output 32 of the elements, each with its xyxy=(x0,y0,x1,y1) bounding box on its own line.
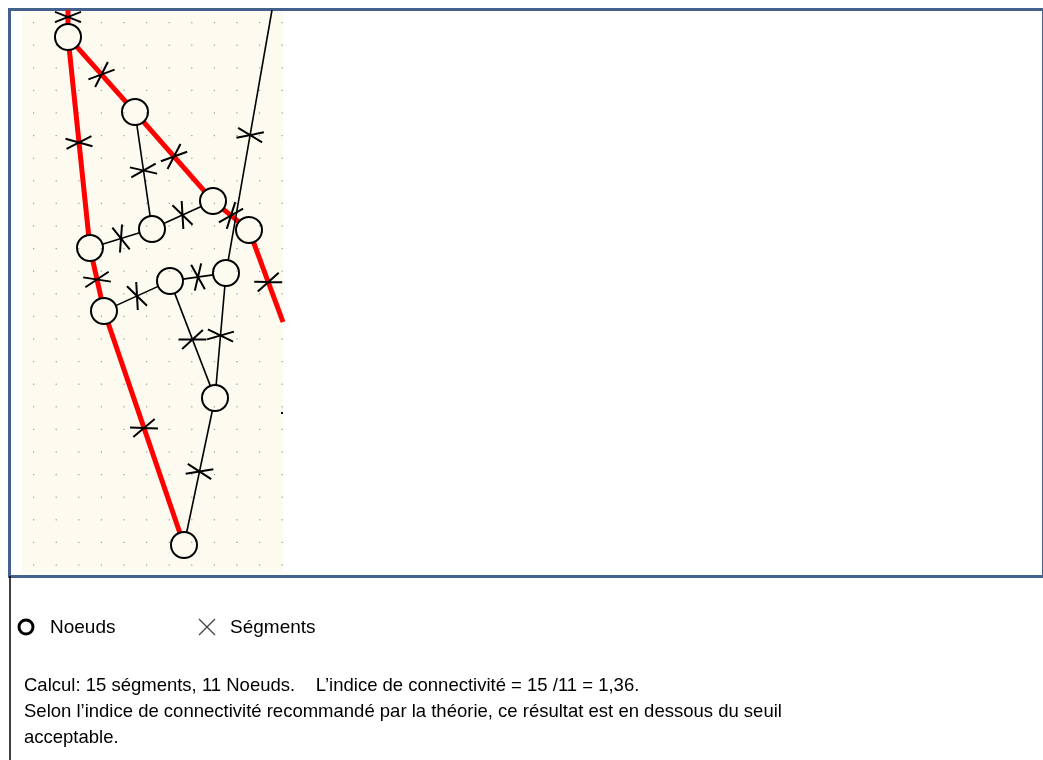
segment-line xyxy=(66,49,92,236)
legend-label: Noeuds xyxy=(50,616,116,638)
segment-line xyxy=(136,124,151,217)
segment-line xyxy=(182,274,214,280)
node-circle xyxy=(54,23,82,51)
node-circle xyxy=(156,267,184,295)
node-circle xyxy=(138,215,166,243)
segment-line xyxy=(185,409,214,534)
node-circle xyxy=(201,384,229,412)
segment-line xyxy=(90,260,104,299)
node-circle xyxy=(212,259,240,287)
segment-line xyxy=(101,232,141,245)
legend-label: Ségments xyxy=(230,616,316,638)
node-circle xyxy=(235,216,263,244)
calculation-note: Calcul: 15 ségments, 11 Noeuds. L’indice de connectivité = 15 /11 = 1,36. xyxy=(24,673,641,697)
calculation-note: Selon l’indice de connectivité recommandé par la théorie, ce résultat est en dessous du seuil acceptable. xyxy=(24,699,783,749)
node-circle xyxy=(76,234,104,262)
segment-line xyxy=(163,205,202,225)
node-circle xyxy=(170,531,198,559)
segment-line xyxy=(173,292,212,387)
segment-line xyxy=(221,207,241,224)
node-circle xyxy=(199,187,227,215)
node-circle xyxy=(121,98,149,126)
segment-line xyxy=(227,9,273,261)
segment-line xyxy=(105,322,183,534)
segment-line xyxy=(141,120,207,193)
node-circle xyxy=(90,297,118,325)
segment-line xyxy=(215,285,226,386)
segment-line xyxy=(251,241,286,323)
segment-line xyxy=(65,10,71,24)
segment-line xyxy=(115,285,159,307)
segment-line xyxy=(74,45,129,104)
